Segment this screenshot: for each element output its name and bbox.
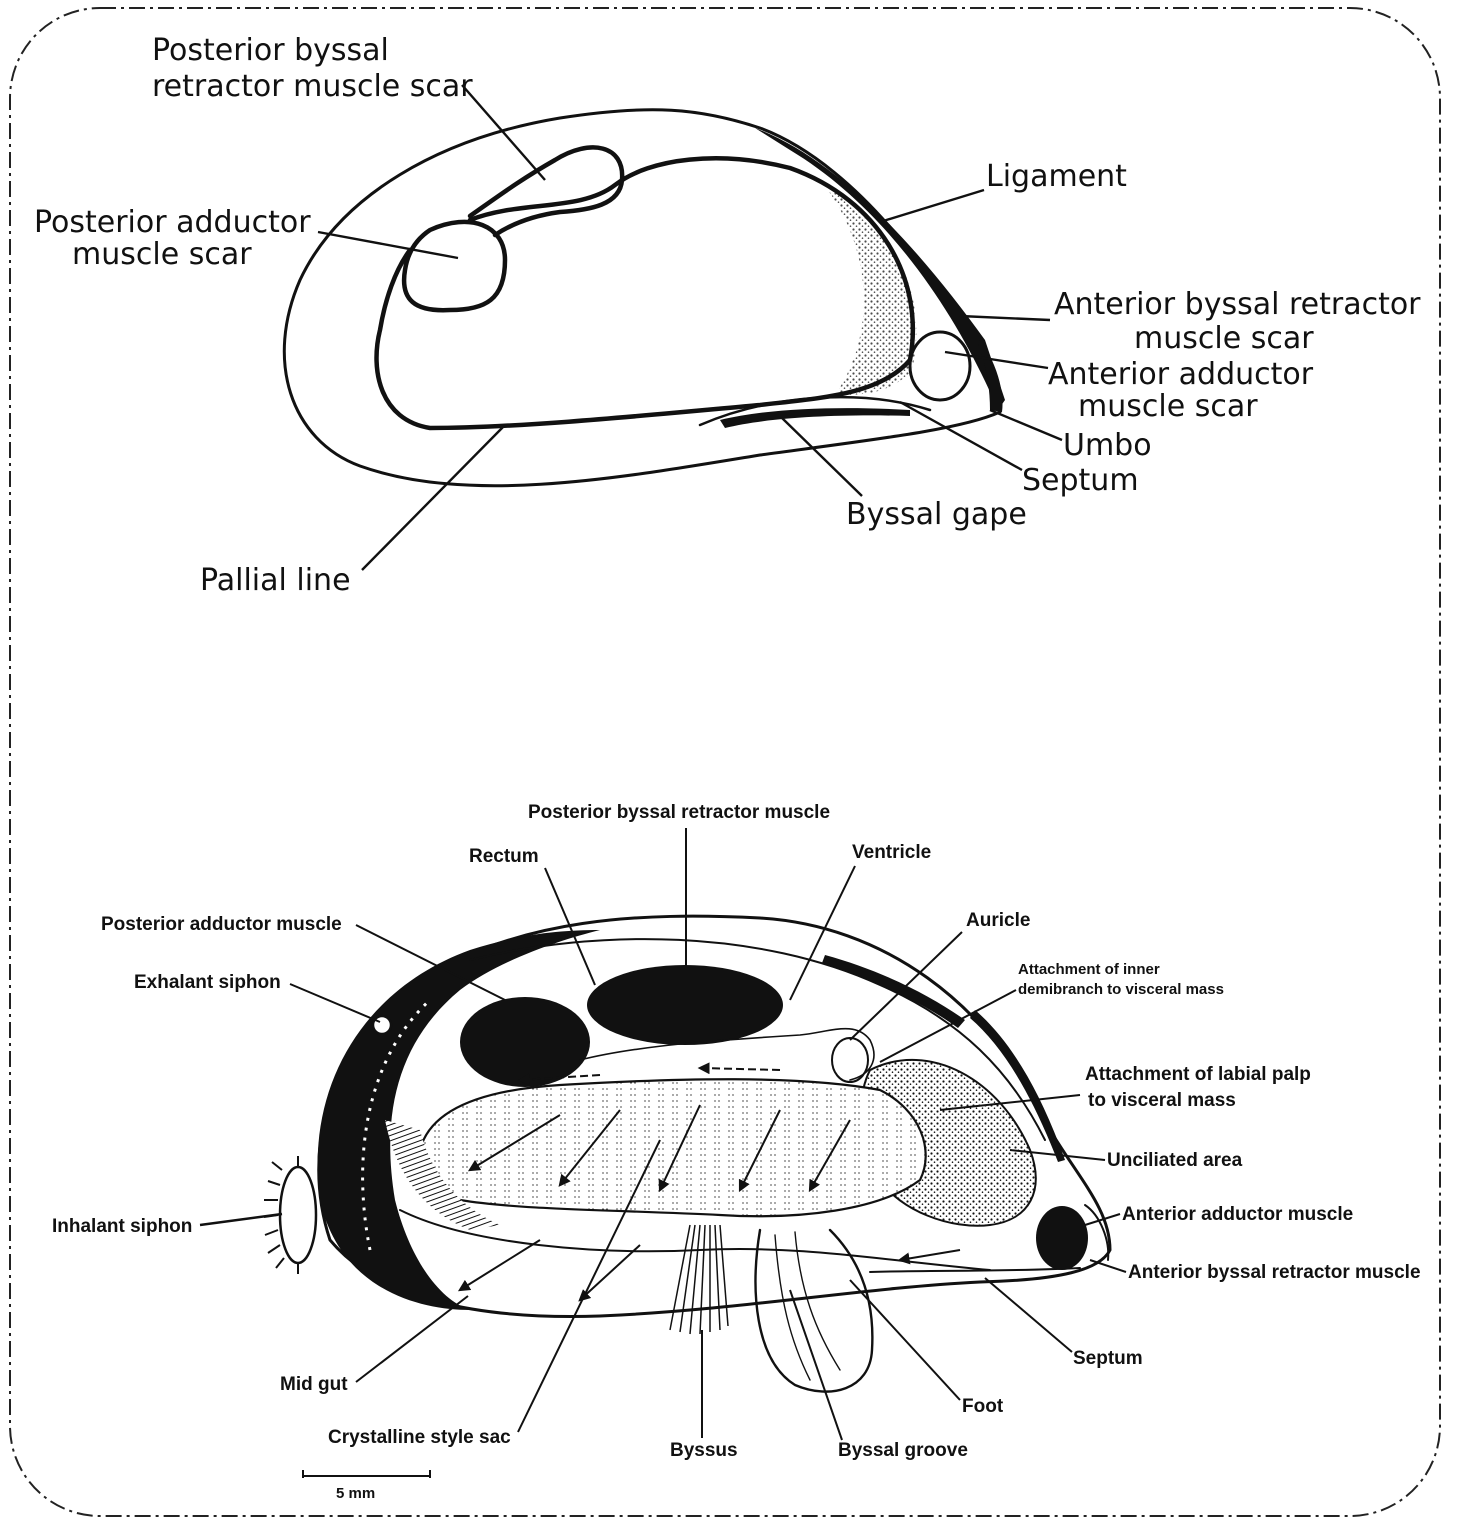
- ventral-mantle: [400, 1210, 990, 1270]
- label-byssus: Byssus: [670, 1440, 738, 1461]
- byssus-threads: [670, 1225, 728, 1334]
- foot: [756, 1230, 873, 1392]
- label-foot: Foot: [962, 1396, 1004, 1417]
- umbo-tip: [978, 340, 1003, 412]
- label-anterior-adductor-muscle: Anterior adductor muscle: [1122, 1204, 1353, 1225]
- label-crystalline-style-sac: Crystalline style sac: [328, 1427, 511, 1448]
- gill: [420, 1079, 926, 1216]
- posterior-adductor-scar: [404, 222, 505, 310]
- label-anterior-byssal-retractor-muscle: Anterior byssal retractor muscle: [1128, 1262, 1421, 1283]
- label-posterior-adductor-scar-1: Posterior adductor: [34, 205, 311, 240]
- pallial-line: [377, 158, 913, 428]
- label-septum-top: Septum: [1022, 463, 1139, 498]
- label-mid-gut: Mid gut: [280, 1374, 348, 1395]
- internal-anatomy-diagram: [264, 916, 1110, 1391]
- scale-bar: 5 mm: [303, 1470, 430, 1502]
- label-inhalant-siphon: Inhalant siphon: [52, 1216, 192, 1237]
- label-posterior-byssal-retractor-muscle: Posterior byssal retractor muscle: [528, 802, 830, 823]
- label-byssal-gape: Byssal gape: [846, 497, 1027, 532]
- posterior-adductor-muscle: [460, 997, 590, 1087]
- label-unciliated-area: Unciliated area: [1107, 1150, 1243, 1171]
- label-pallial-line: Pallial line: [200, 563, 351, 598]
- label-posterior-byssal-retractor-scar-1: Posterior byssal: [152, 33, 389, 68]
- label-attachment-inner-demibranch-2: demibranch to visceral mass: [1018, 981, 1224, 998]
- anterior-adductor-muscle: [1036, 1206, 1088, 1270]
- shell-interior-diagram: [284, 110, 1005, 486]
- label-anterior-byssal-retractor-scar-1: Anterior byssal retractor: [1054, 287, 1421, 322]
- scale-bar-label: 5 mm: [336, 1485, 375, 1502]
- label-posterior-adductor-scar-2: muscle scar: [72, 237, 252, 272]
- byssal-groove-line: [775, 1235, 810, 1380]
- anterior-adductor-scar: [910, 332, 970, 400]
- byssal-gape-edge: [720, 408, 910, 428]
- label-posterior-adductor-muscle: Posterior adductor muscle: [101, 914, 342, 935]
- label-anterior-adductor-scar-2: muscle scar: [1078, 389, 1258, 424]
- label-ventricle: Ventricle: [852, 842, 931, 863]
- label-byssal-groove: Byssal groove: [838, 1440, 968, 1461]
- label-anterior-adductor-scar-1: Anterior adductor: [1048, 357, 1314, 392]
- anterior-byssal-retractor: [1085, 1205, 1108, 1260]
- exhalant-siphon: [373, 1016, 391, 1034]
- label-anterior-byssal-retractor-scar-2: muscle scar: [1134, 321, 1314, 356]
- label-attachment-inner-demibranch-1: Attachment of inner: [1018, 961, 1160, 978]
- label-ligament: Ligament: [986, 159, 1127, 194]
- stippled-region: [820, 180, 916, 395]
- label-auricle: Auricle: [966, 910, 1030, 931]
- label-attachment-labial-palp-2: to visceral mass: [1088, 1090, 1236, 1111]
- label-umbo: Umbo: [1063, 428, 1152, 463]
- posterior-byssal-retractor-scar: [470, 147, 622, 235]
- label-rectum: Rectum: [469, 846, 539, 867]
- label-attachment-labial-palp-1: Attachment of labial palp: [1085, 1064, 1311, 1085]
- label-exhalant-siphon: Exhalant siphon: [134, 972, 281, 993]
- label-septum-bottom: Septum: [1073, 1348, 1143, 1369]
- posterior-byssal-retractor-muscle: [587, 965, 783, 1045]
- label-posterior-byssal-retractor-scar-2: retractor muscle scar: [152, 69, 473, 104]
- auricle-shape: [832, 1038, 868, 1082]
